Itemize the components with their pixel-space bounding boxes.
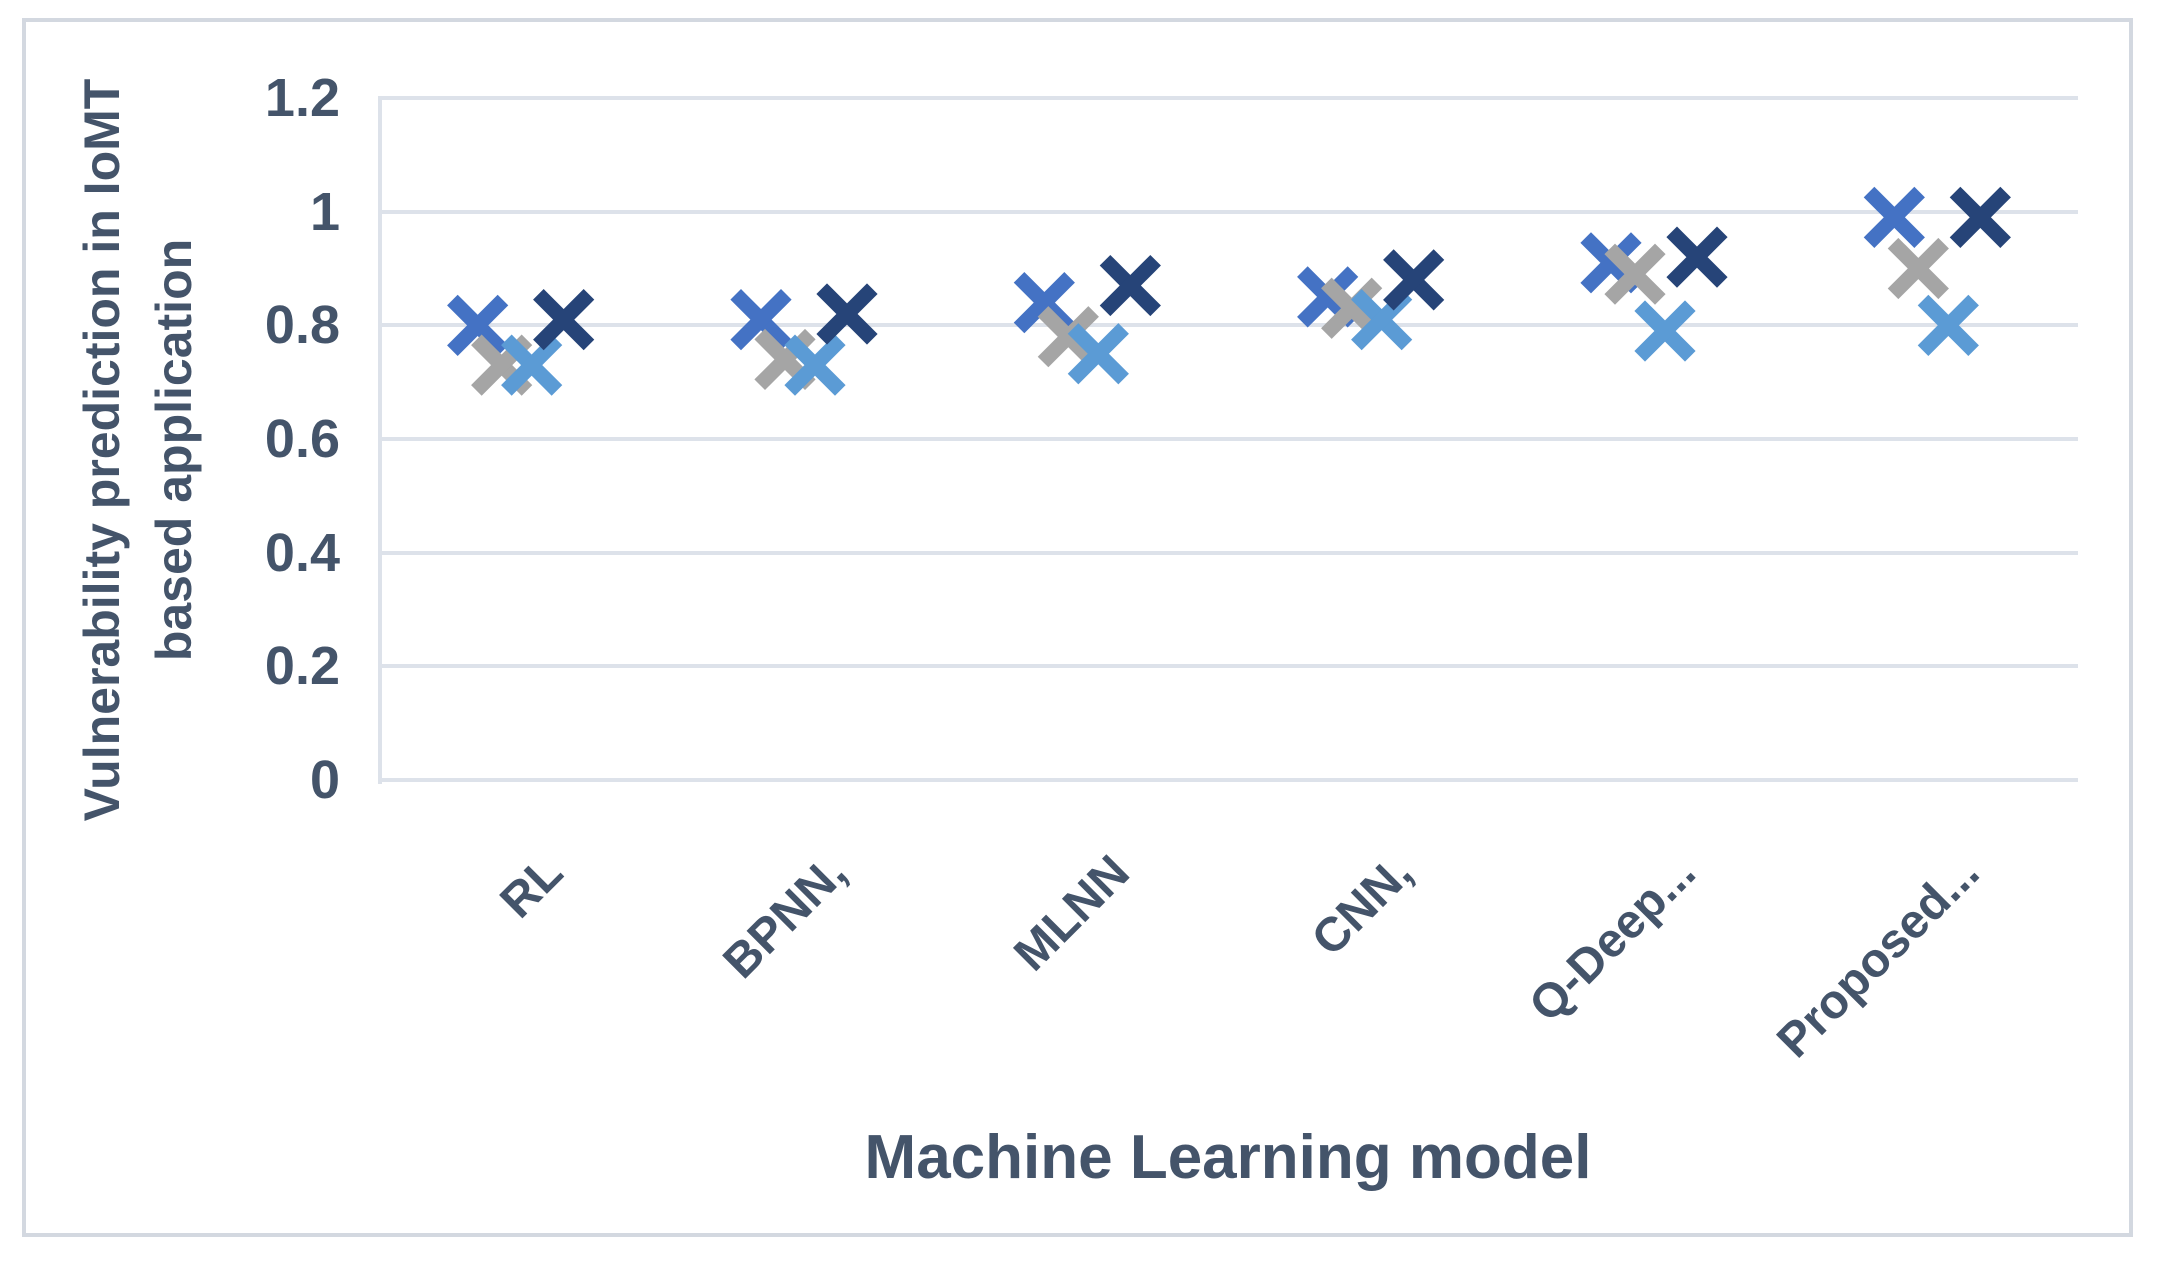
scatter-marker-series-1-blue-Proposed... <box>1863 186 1925 248</box>
scatter-marker-series-3-light-blue-BPNN, <box>784 334 846 396</box>
scatter-marker-series-2-gray-MLNN <box>1037 306 1099 368</box>
gridline-0.8 <box>378 323 2078 328</box>
scatter-marker-series-3-light-blue-RL <box>501 334 563 396</box>
gridline-1.2 <box>378 96 2078 100</box>
x-axis-title: Machine Learning model <box>864 1123 1592 1192</box>
scatter-marker-series-4-dark-navy-RL <box>533 289 595 351</box>
y-tick-label-0.4: 0.4 <box>264 522 340 583</box>
y-tick-label-0.6: 0.6 <box>264 409 340 469</box>
y-tick-label-1.2: 1.2 <box>264 68 340 128</box>
scatter-marker-series-1-blue-BPNN, <box>730 289 792 351</box>
y-tick-label-0: 0 <box>309 750 340 810</box>
gridline-0.2 <box>378 664 2078 669</box>
y-tick-label-0.8: 0.8 <box>264 295 340 356</box>
scatter-marker-series-2-gray-Q-Deep... <box>1604 243 1666 305</box>
chart-frame <box>22 18 2133 1237</box>
gridline-0 <box>378 778 2078 782</box>
y-tick-label-1: 1 <box>309 181 340 242</box>
y-tick-label-0.2: 0.2 <box>264 636 340 697</box>
scatter-marker-series-2-gray-Proposed... <box>1887 237 1949 300</box>
gridline-1 <box>378 209 2078 214</box>
scatter-marker-series-4-dark-navy-Proposed... <box>1949 186 2011 248</box>
gridline-0.4 <box>378 550 2078 555</box>
gridline-0.6 <box>378 437 2078 441</box>
scatter-marker-series-3-light-blue-Q-Deep... <box>1634 300 1696 362</box>
scatter-marker-series-3-light-blue-MLNN <box>1067 323 1129 385</box>
scatter-marker-series-1-blue-RL <box>447 294 509 356</box>
scatter-marker-series-4-dark-navy-BPNN, <box>816 283 878 345</box>
scatter-marker-series-4-dark-navy-MLNN <box>1099 254 1161 317</box>
scatter-marker-series-4-dark-navy-CNN, <box>1383 249 1445 311</box>
scatter-marker-series-4-dark-navy-Q-Deep... <box>1666 226 1728 288</box>
scatter-marker-series-3-light-blue-Proposed... <box>1917 294 1979 356</box>
y-axis-line <box>378 98 382 784</box>
